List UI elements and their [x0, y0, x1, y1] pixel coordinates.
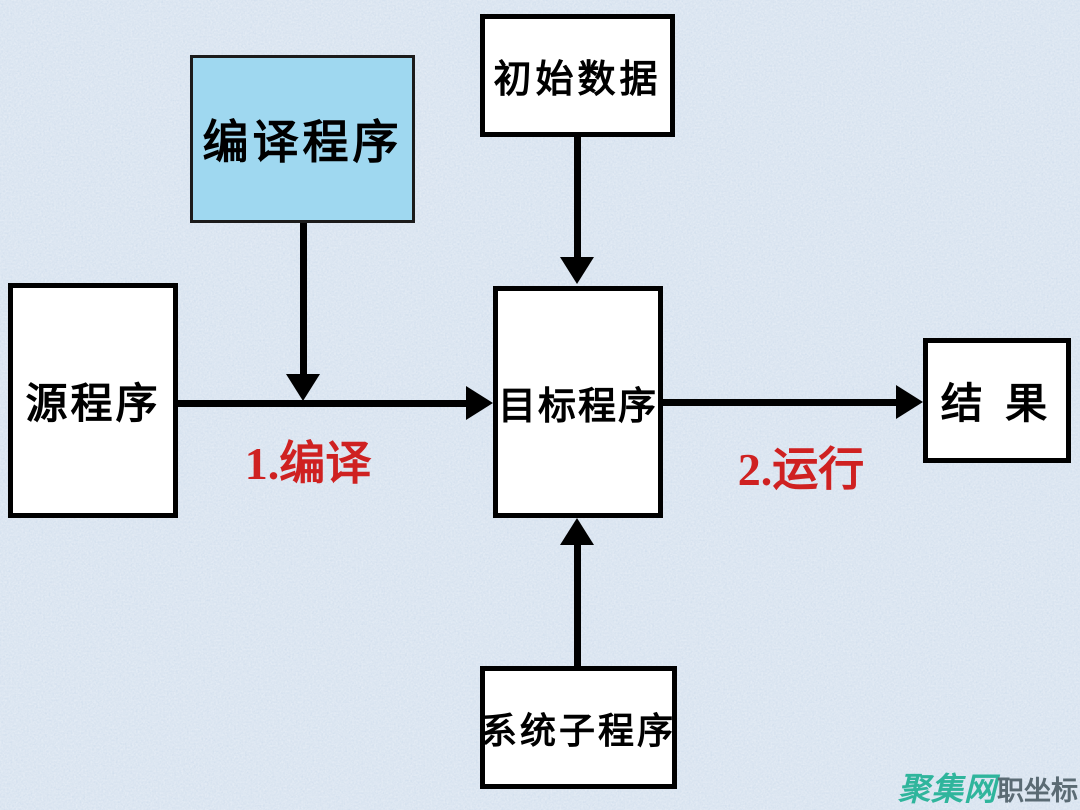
node-target-program: 目标程序 [493, 286, 663, 518]
watermark-suffix: 职坐标 [997, 776, 1079, 806]
node-system-subprogram: 系统子程序 [480, 666, 677, 789]
arrow-initialdata-to-target-head-icon [560, 257, 594, 284]
arrow-systemsub-to-target-line [574, 543, 581, 666]
arrow-source-to-target-head-icon [466, 386, 493, 420]
watermark: 聚集网职坐标 [898, 764, 1078, 810]
node-system-sub-label: 系统子程序 [481, 710, 677, 751]
arrow-initialdata-to-target-line [574, 137, 581, 259]
step-label-run: 2.运行 [737, 444, 865, 495]
step-label-compile: 1.编译 [244, 438, 372, 489]
arrow-source-to-target-line [178, 400, 470, 407]
node-target-label: 目标程序 [498, 385, 659, 428]
arrow-compiler-down-head-icon [286, 374, 320, 401]
arrow-target-to-result-head-icon [896, 385, 923, 419]
node-initial-data: 初始数据 [480, 14, 675, 137]
arrow-systemsub-to-target-head-icon [560, 518, 594, 545]
arrow-compiler-down-line [300, 223, 307, 376]
node-compiler-label: 编译程序 [202, 117, 403, 168]
node-initial-data-label: 初始数据 [493, 59, 662, 101]
node-result-label: 结 果 [940, 382, 1054, 428]
node-source-label: 源程序 [25, 382, 161, 428]
watermark-brand: 聚集网 [898, 771, 998, 807]
node-result: 结 果 [923, 338, 1071, 463]
node-source-program: 源程序 [8, 283, 178, 518]
arrow-target-to-result-line [663, 399, 897, 406]
node-compiler-program: 编译程序 [190, 55, 415, 223]
